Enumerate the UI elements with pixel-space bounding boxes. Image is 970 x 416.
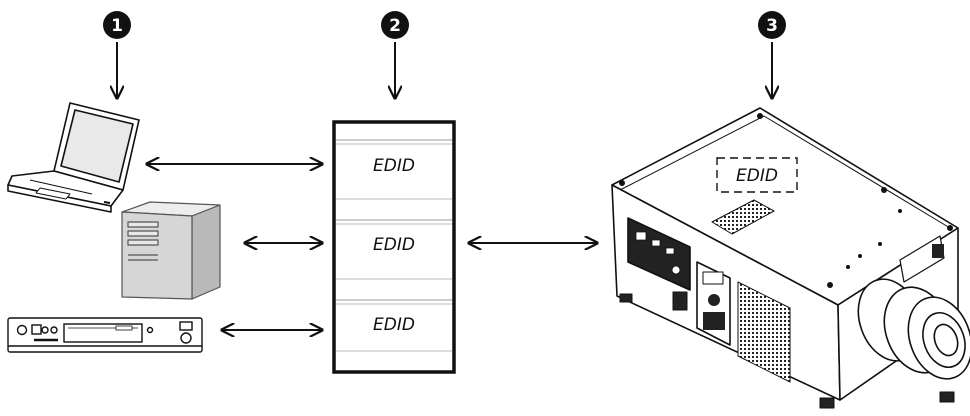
laptop-icon [7, 102, 140, 213]
badge-3-label: 3 [766, 16, 778, 36]
projector-icon [611, 107, 970, 409]
projector-edid-label: EDID [736, 166, 778, 186]
edid-slot-1: EDID [373, 156, 415, 176]
edid-slot-2: EDID [373, 235, 415, 255]
badge-2-label: 2 [389, 16, 401, 36]
badge-1: 1 [103, 11, 131, 39]
edid-slot-3: EDID [373, 315, 415, 335]
av-receiver-icon [7, 317, 203, 353]
edid-switcher-box [332, 120, 456, 374]
badge-3: 3 [758, 11, 786, 39]
badge-2: 2 [381, 11, 409, 39]
badge-1-label: 1 [111, 16, 123, 36]
projector-edid-box [716, 157, 798, 193]
desktop-tower-icon [121, 201, 221, 300]
